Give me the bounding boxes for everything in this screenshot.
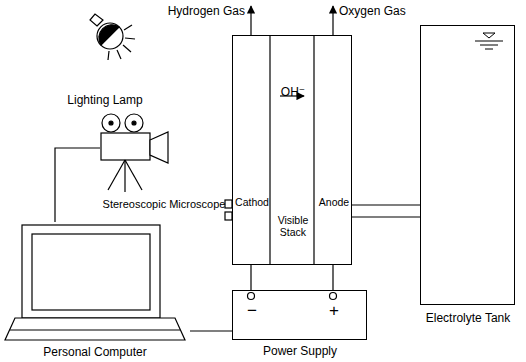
microscope-label: Stereoscopic Microscope — [103, 198, 226, 211]
connector-line — [332, 265, 333, 290]
lamp-icon — [90, 14, 135, 60]
plus-sign: + — [329, 301, 339, 321]
minus-sign: − — [247, 301, 257, 321]
gas-label: Hydrogen Gas — [168, 5, 245, 19]
connector-line — [352, 216, 420, 217]
computer-label: Personal Computer — [43, 346, 146, 360]
camera-icon — [101, 114, 168, 192]
connector-line — [190, 330, 232, 331]
stack-label: Visible Stack — [272, 214, 314, 238]
connector-line — [55, 148, 100, 222]
stack-internals — [225, 6, 333, 265]
terminals — [248, 293, 337, 300]
visible-stack-box: OH⁻ CathodVisible Stack Anode — [232, 35, 352, 265]
computer-icon — [5, 225, 185, 340]
level-symbol — [475, 33, 503, 49]
lamp-label: Lighting Lamp — [67, 94, 142, 108]
lamp-node: Lighting Lamp — [60, 10, 160, 110]
microscope-node: Stereoscopic Microscope — [100, 108, 228, 213]
ion-label: OH⁻ — [281, 86, 305, 100]
computer-node: Personal Computer — [5, 222, 190, 360]
anode-label: Anode — [319, 196, 349, 208]
connector-line — [352, 204, 420, 205]
power-supply-box: −+Power Supply — [232, 290, 367, 340]
electrolyte-tank: Electrolyte Tank — [420, 25, 515, 305]
cathode-label: Cathod — [235, 196, 269, 208]
gas-label: Oxygen Gas — [339, 5, 406, 19]
connector-line — [250, 265, 251, 290]
tank-label: Electrolyte Tank — [426, 312, 511, 326]
power-supply-label: Power Supply — [263, 345, 337, 359]
